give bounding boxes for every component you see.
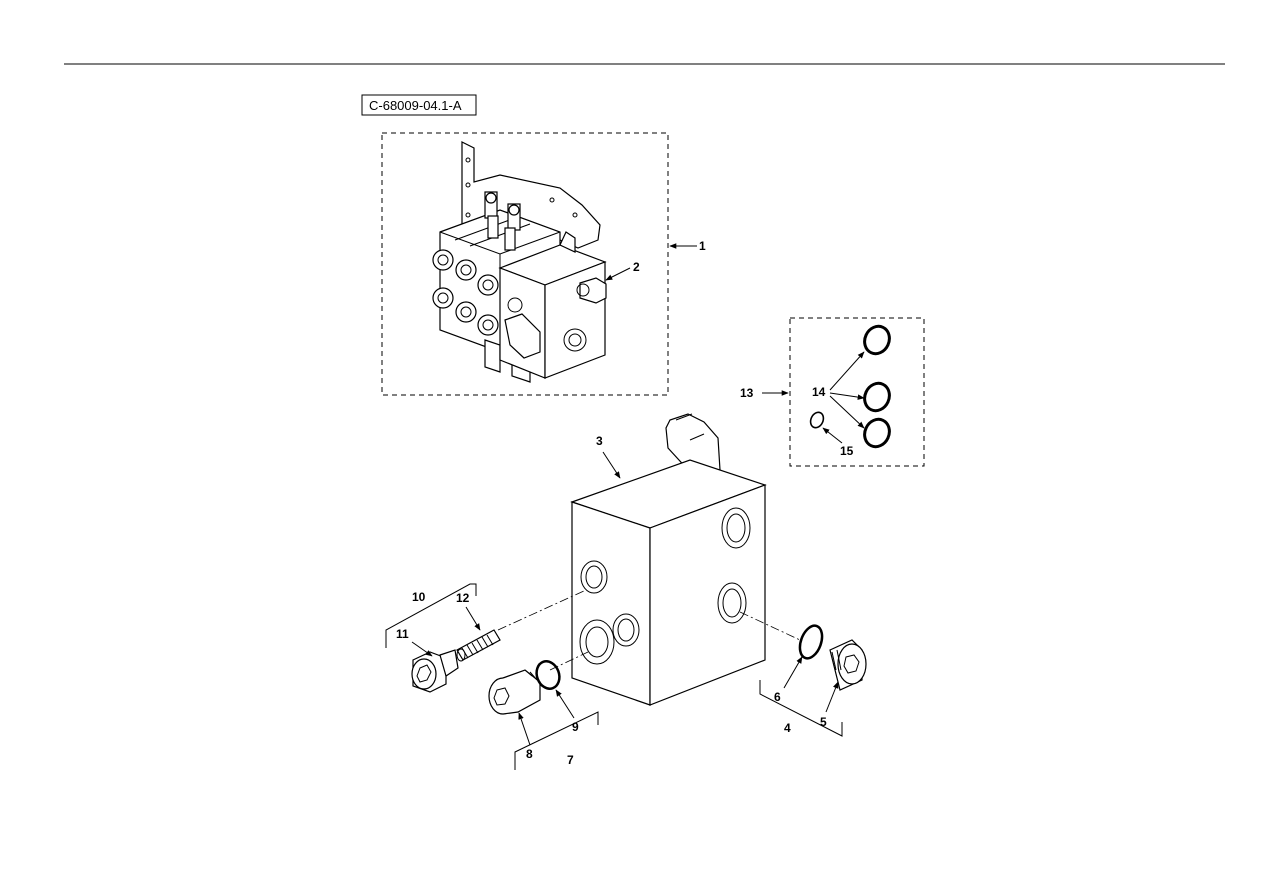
callout-13: 13 [740,386,754,400]
o-ring-9 [535,660,561,690]
valve-block [570,413,767,706]
valve-assembly-illustration [432,141,607,383]
figure-code-box: C-68009-04.1-A [361,94,477,116]
seal-kit-dashed-frame [789,317,925,467]
callout-9: 9 [572,720,579,734]
figure-code: C-68009-04.1-A [369,98,462,113]
callout-10: 10 [412,590,426,604]
callout-15: 15 [840,444,854,458]
o-ring-6 [798,624,824,660]
seal-kit-illustration [809,324,891,449]
plug-5 [829,639,867,691]
callout-8: 8 [526,747,533,761]
spring-12 [456,629,501,662]
callout-14: 14 [812,385,826,399]
callout-2: 2 [633,260,640,274]
assembly-dashed-frame [381,132,669,396]
callout-5: 5 [820,715,827,729]
callout-6: 6 [774,690,781,704]
callout-11: 11 [396,627,409,641]
plug-8 [488,669,541,715]
plug-11 [411,649,459,693]
callout-7: 7 [567,753,574,767]
callout-4: 4 [784,721,791,735]
callout-12: 12 [456,591,470,605]
callout-3: 3 [596,434,603,448]
callout-1: 1 [699,239,706,253]
